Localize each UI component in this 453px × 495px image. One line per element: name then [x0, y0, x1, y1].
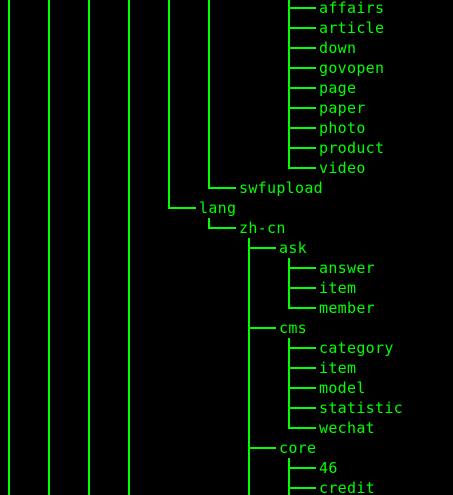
folder-swfupload[interactable]: swfupload — [239, 179, 323, 197]
branch-connector — [288, 387, 316, 389]
tree-guide-zh-cn — [248, 238, 250, 495]
branch-connector — [288, 267, 316, 269]
branch-connector — [288, 287, 316, 289]
folder-member[interactable]: member — [319, 299, 375, 317]
tree-guide-upload — [208, 0, 210, 188]
branch-connector — [288, 427, 316, 429]
branch-connector — [248, 247, 276, 249]
tree-guide-core — [288, 458, 290, 495]
folder-ask[interactable]: ask — [279, 239, 307, 257]
folder-down[interactable]: down — [319, 39, 357, 57]
folder-paper[interactable]: paper — [319, 99, 366, 117]
branch-connector — [208, 187, 236, 189]
branch-connector — [288, 107, 316, 109]
folder-item[interactable]: item — [319, 279, 357, 297]
branch-connector — [288, 467, 316, 469]
tree-guide-level-2 — [88, 0, 90, 495]
folder-statistic[interactable]: statistic — [319, 399, 403, 417]
tree-guide-level-4 — [168, 0, 170, 208]
branch-connector — [288, 487, 316, 489]
branch-connector — [288, 167, 316, 169]
tree-guide-cms — [288, 338, 290, 428]
folder-item[interactable]: item — [319, 359, 357, 377]
folder-cms[interactable]: cms — [279, 319, 307, 337]
folder-credit[interactable]: credit — [319, 479, 375, 495]
tree-guide-ask — [288, 258, 290, 308]
branch-connector — [288, 47, 316, 49]
branch-connector — [288, 347, 316, 349]
branch-connector — [288, 27, 316, 29]
branch-connector — [288, 67, 316, 69]
branch-connector — [288, 367, 316, 369]
branch-connector — [288, 147, 316, 149]
tree-guide-lang — [208, 218, 210, 228]
branch-connector — [288, 7, 316, 9]
tree-guide-upload-children — [288, 0, 290, 168]
branch-connector — [288, 407, 316, 409]
folder-govopen[interactable]: govopen — [319, 59, 385, 77]
folder-article[interactable]: article — [319, 19, 385, 37]
folder-video[interactable]: video — [319, 159, 366, 177]
tree-guide-level-0 — [8, 0, 10, 495]
folder-category[interactable]: category — [319, 339, 394, 357]
folder-wechat[interactable]: wechat — [319, 419, 375, 437]
branch-connector — [288, 307, 316, 309]
folder-lang[interactable]: lang — [199, 199, 237, 217]
folder-answer[interactable]: answer — [319, 259, 375, 277]
branch-connector — [288, 87, 316, 89]
tree-guide-level-3 — [128, 0, 130, 495]
branch-connector — [248, 327, 276, 329]
folder-page[interactable]: page — [319, 79, 357, 97]
folder-product[interactable]: product — [319, 139, 385, 157]
tree-guide-level-1 — [48, 0, 50, 495]
folder-46[interactable]: 46 — [319, 459, 338, 477]
folder-model[interactable]: model — [319, 379, 366, 397]
folder-core[interactable]: core — [279, 439, 317, 457]
folder-zh-cn[interactable]: zh-cn — [239, 219, 286, 237]
branch-connector — [248, 447, 276, 449]
branch-connector — [288, 127, 316, 129]
folder-affairs[interactable]: affairs — [319, 0, 385, 17]
folder-photo[interactable]: photo — [319, 119, 366, 137]
branch-connector — [208, 227, 236, 229]
branch-connector — [168, 207, 196, 209]
